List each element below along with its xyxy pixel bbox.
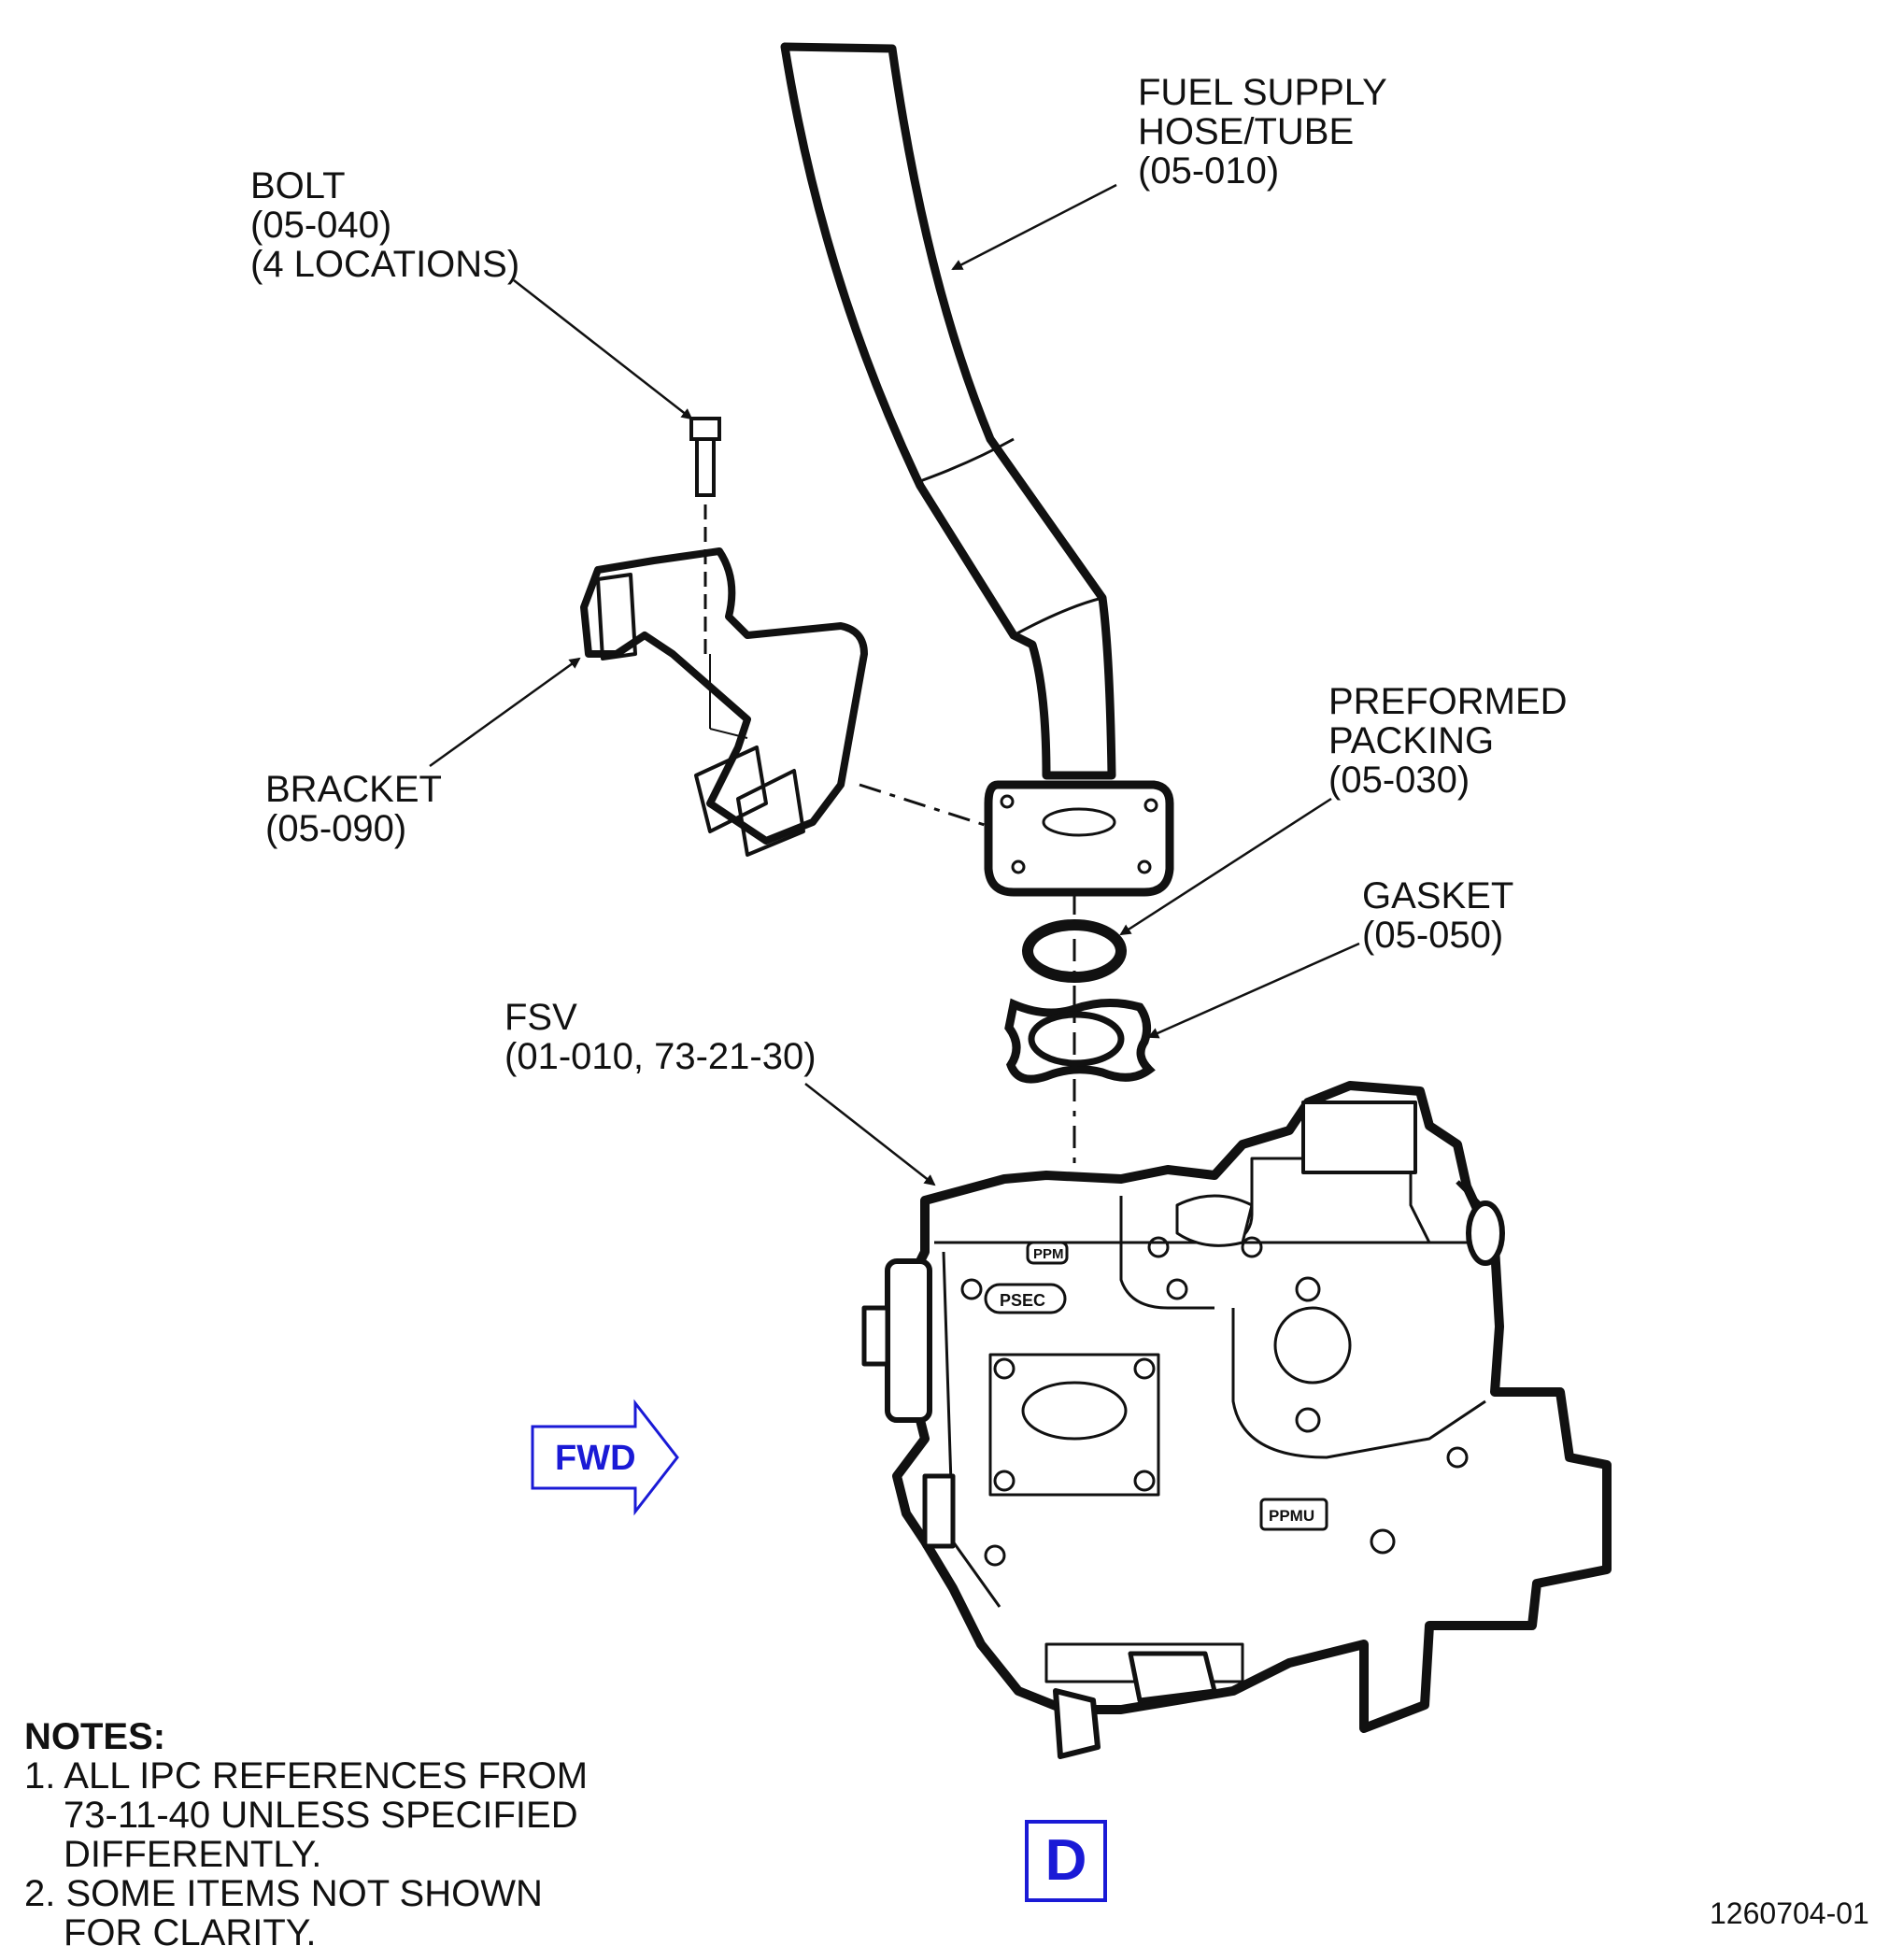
ppm-marking: PPM [1033, 1246, 1064, 1262]
hose-flange [984, 780, 1174, 897]
leader-fuel-supply [951, 183, 1117, 271]
psec-plate [984, 1283, 1067, 1314]
fwd-arrow [531, 1399, 679, 1516]
gasket [1004, 998, 1156, 1084]
fsv-body [861, 1081, 1612, 1759]
packing-label: PREFORMED PACKING (05-030) [1328, 681, 1568, 801]
bolt-label: BOLT (05-040) (4 LOCATIONS) [250, 165, 520, 285]
note-line: 1. ALL IPC REFERENCES FROM [24, 1755, 589, 1797]
note-line: FOR CLARITY. [64, 1912, 317, 1953]
bracket-label: BRACKET (05-090) [265, 769, 442, 849]
note-line: 73-11-40 UNLESS SPECIFIED [64, 1795, 578, 1836]
fsv-label: FSV (01-010, 73-21-30) [504, 997, 817, 1077]
leader-lines [429, 183, 1360, 1186]
bracket-axis-line [859, 783, 991, 829]
note-line: DIFFERENTLY. [64, 1834, 322, 1875]
gasket-label: GASKET (05-050) [1362, 875, 1514, 956]
figure-number: 1260704-01 [1710, 1896, 1869, 1930]
component-markings [984, 1241, 1328, 1531]
fuel-supply-label: FUEL SUPPLY HOSE/TUBE (05-010) [1138, 72, 1387, 192]
bracket [580, 547, 868, 857]
notes-block: NOTES: 1. ALL IPC REFERENCES FROM 73-11-… [24, 1717, 588, 1953]
leader-packing [1119, 797, 1332, 936]
fwd-label: FWD [555, 1439, 636, 1478]
note-line: 2. SOME ITEMS NOT SHOWN [24, 1873, 543, 1914]
notes-title: NOTES: [24, 1716, 166, 1757]
fuel-supply-hose [780, 42, 1116, 780]
view-label-box: D [1025, 1820, 1107, 1902]
ppm-plate [1026, 1241, 1069, 1265]
bolt [689, 417, 721, 654]
psec-marking: PSEC [1000, 1291, 1045, 1310]
leader-fsv [804, 1083, 936, 1186]
leader-bolt [513, 279, 693, 420]
leader-gasket [1147, 942, 1360, 1039]
leader-bracket [429, 657, 581, 768]
ppmu-plate [1259, 1498, 1328, 1531]
ppmu-marking: PPMU [1269, 1507, 1314, 1525]
